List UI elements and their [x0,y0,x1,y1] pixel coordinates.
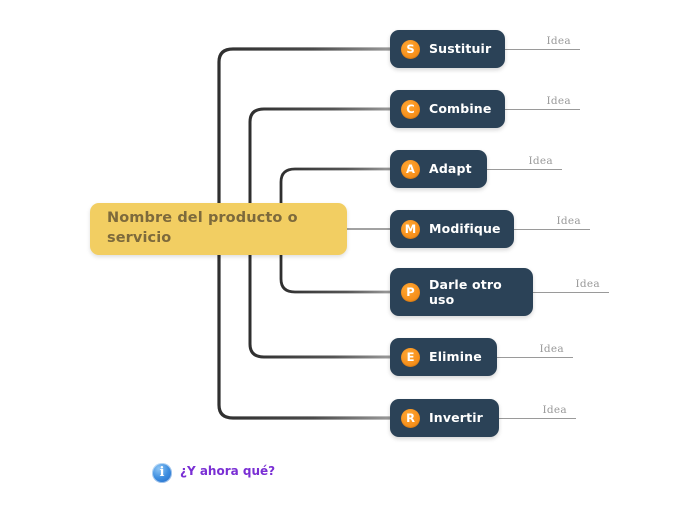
badge-icon-c: C [401,99,420,119]
branch-label-modifique: Modifique [429,221,501,237]
branch-node-elimine[interactable]: E Elimine [390,338,497,376]
branch-node-combine[interactable]: C Combine [390,90,505,128]
idea-line-invertir [494,418,576,419]
badge-icon-a: A [401,159,420,179]
footer-note-text: ¿Y ahora qué? [180,464,276,478]
branch-node-adapt[interactable]: A Adapt [390,150,487,188]
connector-sustituir [217,47,392,244]
branch-label-invertir: Invertir [429,410,483,426]
branch-node-modifique[interactable]: M Modifique [390,210,514,248]
connector-elimine [248,240,392,359]
idea-line-darle-otro-uso [527,292,609,293]
central-node-label: Nombre del producto o servicio [107,210,298,246]
branch-label-adapt: Adapt [429,161,472,177]
branch-node-invertir[interactable]: R Invertir [390,399,499,437]
idea-label-darle-otro-uso: Idea [575,278,600,290]
info-icon: i [152,463,172,483]
idea-stub-combine[interactable]: Idea [498,88,580,110]
footer-note[interactable]: i ¿Y ahora qué? [152,463,275,483]
idea-label-invertir: Idea [542,404,567,416]
idea-line-adapt [480,169,562,170]
connector-darle-otro-uso [279,240,392,294]
idea-label-combine: Idea [546,95,571,107]
idea-line-elimine [491,357,573,358]
idea-label-modifique: Idea [556,215,581,227]
idea-label-sustituir: Idea [546,35,571,47]
badge-icon-e: E [401,347,420,367]
idea-stub-invertir[interactable]: Idea [494,397,576,419]
idea-stub-sustituir[interactable]: Idea [498,28,580,50]
branch-label-elimine: Elimine [429,349,482,365]
connector-adapt [279,167,392,244]
branch-label-sustituir: Sustituir [429,41,492,57]
idea-stub-darle-otro-uso[interactable]: Idea [527,271,609,293]
badge-icon-s: S [401,39,420,59]
central-node[interactable]: Nombre del producto o servicio [90,203,347,255]
idea-label-elimine: Idea [539,343,564,355]
branch-node-sustituir[interactable]: S Sustituir [390,30,505,68]
idea-line-combine [498,109,580,110]
idea-line-modifique [508,229,590,230]
connector-invertir [217,240,392,420]
idea-label-adapt: Idea [528,155,553,167]
idea-stub-adapt[interactable]: Idea [480,148,562,170]
branch-node-darle-otro-uso[interactable]: P Darle otro uso [390,268,533,316]
idea-stub-modifique[interactable]: Idea [508,208,590,230]
branch-label-combine: Combine [429,101,492,117]
badge-icon-r: R [401,408,420,428]
branch-label-darle-otro-uso: Darle otro uso [429,276,502,307]
idea-line-sustituir [498,49,580,50]
connector-combine [248,107,392,244]
idea-stub-elimine[interactable]: Idea [491,336,573,358]
badge-icon-p: P [401,282,420,302]
badge-icon-m: M [401,219,420,239]
